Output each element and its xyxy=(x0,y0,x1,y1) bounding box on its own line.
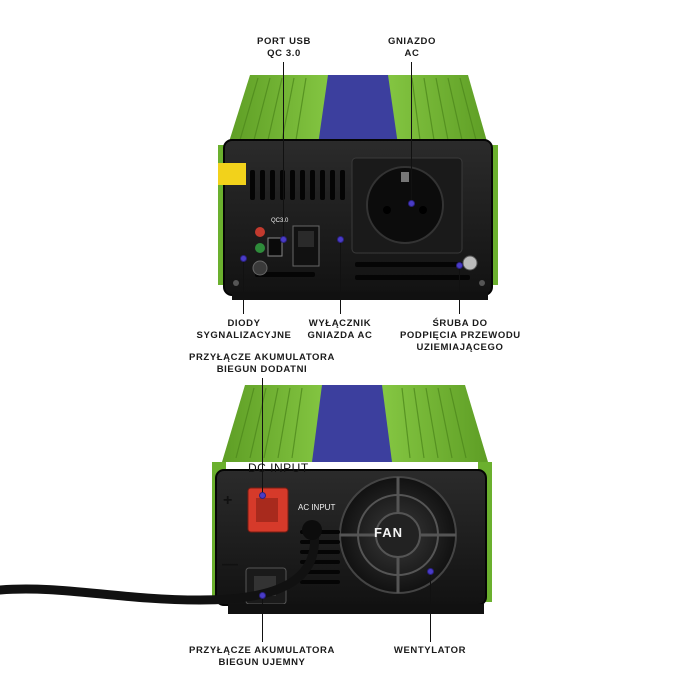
leader-ac-socket xyxy=(411,62,412,204)
leader-ac-switch xyxy=(340,240,341,314)
leader-positive-terminal xyxy=(262,378,263,496)
reset-button xyxy=(252,260,268,276)
bottom-inverter xyxy=(0,385,492,614)
socket-pin-hole-left xyxy=(383,206,391,214)
label-ac-socket: GNIAZDO AC xyxy=(387,36,436,59)
ac-socket xyxy=(366,166,444,244)
marker-usb-port xyxy=(280,236,287,243)
power-led xyxy=(255,243,265,253)
marker-negative-terminal xyxy=(259,592,266,599)
minus-marking: — xyxy=(222,556,238,573)
leader-usb-port xyxy=(283,62,284,240)
fault-led xyxy=(255,227,265,237)
qc-marking: QC3.0 xyxy=(271,218,289,224)
dc-input-marking: DC INPUT xyxy=(248,461,309,475)
ac-switch-rocker xyxy=(298,231,314,247)
socket-pin-hole-right xyxy=(419,206,427,214)
marker-ground-screw xyxy=(456,262,463,269)
brand-stripe xyxy=(318,75,398,145)
marker-positive-terminal xyxy=(259,492,266,499)
top-inverter xyxy=(218,75,498,300)
ac-input-marking: AC INPUT xyxy=(298,503,336,512)
label-fan: WENTYLATOR xyxy=(393,645,467,656)
leader-fan xyxy=(430,572,431,642)
usb-port xyxy=(267,237,283,257)
marker-signal-diodes xyxy=(240,255,247,262)
leader-ground-screw xyxy=(459,266,460,314)
ac-input-cable xyxy=(0,525,320,605)
marker-ac-socket xyxy=(408,200,415,207)
label-usb-port: PORT USB QC 3.0 xyxy=(257,36,311,59)
ground-pin xyxy=(401,172,409,182)
vent-slots xyxy=(250,170,470,280)
leader-signal-diodes xyxy=(243,258,244,314)
marker-ac-switch xyxy=(337,236,344,243)
label-ground-screw: ŚRUBA DO PODPIĘCIA PRZEWODU UZIEMIAJĄCEG… xyxy=(400,318,521,353)
ground-screw xyxy=(462,255,478,271)
label-signal-diodes: DIODY SYGNALIZACYJNE xyxy=(196,318,292,341)
cooling-fins xyxy=(239,77,477,141)
plus-marking: + xyxy=(223,492,233,509)
warning-sticker xyxy=(218,163,246,185)
fan-marking: FAN xyxy=(374,525,403,540)
label-negative-terminal: PRZYŁĄCZE AKUMULATORA BIEGUN UJEMNY xyxy=(189,645,335,668)
base-plate xyxy=(232,292,488,300)
label-positive-terminal: PRZYŁĄCZE AKUMULATORA BIEGUN DODATNI xyxy=(189,352,335,375)
marker-fan xyxy=(427,568,434,575)
leader-negative-terminal xyxy=(262,596,263,642)
label-ac-switch: WYŁĄCZNIK GNIAZDA AC xyxy=(307,318,373,341)
